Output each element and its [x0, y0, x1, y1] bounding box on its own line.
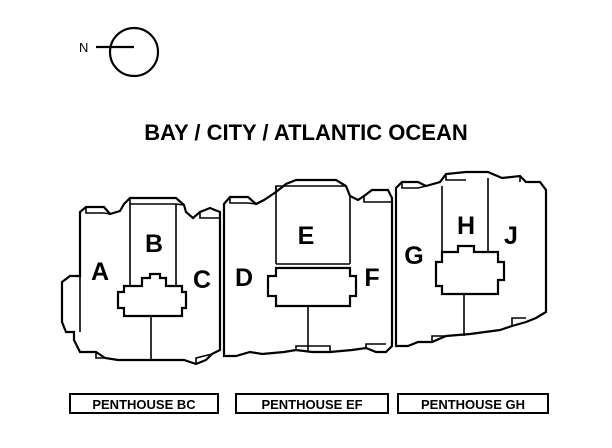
- unit-label-e: E: [298, 222, 315, 250]
- building-def-outline: [222, 178, 394, 358]
- penthouse-gh-label: PENTHOUSE GH: [421, 397, 525, 412]
- building-abc-balconies: [79, 198, 220, 364]
- penthouse-gh-box: [397, 393, 549, 414]
- unit-label-c: C: [193, 266, 211, 294]
- building-ghj-balconies: [401, 174, 526, 342]
- building-ghj: G H J: [394, 170, 548, 348]
- unit-label-a: A: [91, 258, 109, 286]
- core-def: [266, 266, 358, 308]
- penthouse-bc-box: [69, 393, 219, 414]
- core-abc: [116, 272, 188, 318]
- unit-label-j: J: [504, 222, 518, 250]
- orientation-title: BAY / CITY / ATLANTIC OCEAN: [144, 120, 468, 145]
- unit-label-g: G: [404, 242, 423, 270]
- unit-label-d: D: [235, 264, 253, 292]
- penthouse-gh-tag: PENTHOUSE GH: [397, 393, 549, 414]
- penthouse-ef-label: PENTHOUSE EF: [261, 397, 362, 412]
- penthouse-bc-label: PENTHOUSE BC: [92, 397, 196, 412]
- building-def: D E F: [222, 178, 394, 358]
- building-abc: A B C: [60, 196, 222, 366]
- unit-label-h: H: [457, 212, 475, 240]
- north-label: N: [79, 40, 88, 55]
- north-compass: N: [79, 26, 160, 78]
- penthouse-ef-box: [235, 393, 389, 414]
- penthouse-ef-tag: PENTHOUSE EF: [235, 393, 389, 414]
- compass-circle: [108, 26, 160, 78]
- unit-label-b: B: [145, 230, 163, 258]
- penthouse-bc-tag: PENTHOUSE BC: [69, 393, 219, 414]
- building-abc-outline: [60, 196, 222, 366]
- unit-label-f: F: [364, 264, 379, 292]
- core-ghj: [434, 244, 506, 296]
